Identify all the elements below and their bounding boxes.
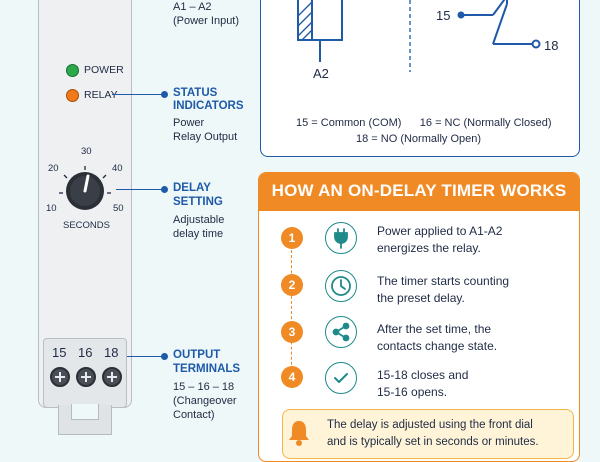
step-2-text: the preset delay. [377,291,465,305]
terminal-16-label: 16 [78,345,93,360]
terminal-18-screw[interactable] [102,367,122,387]
share-icon [325,316,357,348]
status-callout-desc: Power [173,117,205,129]
output-callout-title: TERMINALS [173,363,241,375]
delay-callout-desc: Adjustable [173,214,225,226]
how-it-works-header: HOW AN ON-DELAY TIMER WORKS [259,173,579,211]
delay-callout-line [116,189,164,190]
coil-terminal-a2-label: A2 [313,66,329,81]
status-callout-line [112,94,164,95]
status-callout-title: INDICATORS [173,100,244,112]
bell-icon [289,421,309,446]
output-callout-dot [161,353,168,360]
power-led [66,64,79,77]
step-4-badge: 4 [281,366,303,388]
schematic-panel [260,0,580,157]
delay-dial-knob[interactable] [55,163,115,215]
relay-led-label: RELAY [84,89,118,101]
step-1-text: energizes the relay. [377,241,481,255]
contact-no-label: 18 [544,38,559,53]
delay-callout-dot [161,186,168,193]
step-3-text: After the set time, the [377,322,492,336]
step-4-text: 15-16 opens. [377,385,448,399]
dial-tick-label: 30 [81,146,92,157]
terminal-legend-line2: 18 = NO (Normally Open) [356,133,482,145]
terminal-16-screw[interactable] [76,367,96,387]
dial-tick-label: 10 [46,203,57,214]
status-callout-desc: Relay Output [173,131,238,143]
step-1-text: Power applied to A1-A2 [377,224,503,238]
clock-icon [325,270,357,302]
check-icon [325,362,357,394]
delay-callout-title: DELAY [173,182,211,194]
output-callout-desc: 15 – 16 – 18 [173,381,235,393]
power-led-label: POWER [84,64,124,76]
step-4-text: 15-18 closes and [377,368,469,382]
relay-coil-symbol [297,0,343,62]
dial-unit-label: SECONDS [63,220,110,231]
status-callout-dot [161,91,168,98]
contact-common-label: 15 [436,8,451,23]
note-text: and is typically set in seconds or minut… [327,436,539,448]
terminal-15-label: 15 [52,345,67,360]
terminal-18-label: 18 [104,345,119,360]
dial-tick-label: 50 [113,203,124,214]
delay-callout-desc: delay time [173,228,224,240]
power-input-description: (Power Input) [173,15,240,27]
step-3-badge: 3 [281,321,303,343]
step-2-text: The timer starts counting [377,274,510,288]
changeover-contact-symbol [457,0,541,49]
note-text: The delay is adjusted using the front di… [327,419,533,431]
power-input-terminals-text: A1 – A2 [173,1,212,13]
status-callout-title: STATUS [173,87,218,99]
relay-led [66,89,79,102]
output-callout-title: OUTPUT [173,349,221,361]
terminal-legend-line1: 15 = Common (COM) 16 = NC (Normally Clos… [296,117,552,129]
delay-callout-title: SETTING [173,196,223,208]
dashed-separator [409,0,411,72]
how-it-works-title: HOW AN ON-DELAY TIMER WORKS [271,181,567,200]
output-callout-line [127,356,164,357]
dial-tick-label: 20 [48,163,59,174]
terminal-15-screw[interactable] [50,367,70,387]
dial-tick-label: 40 [112,163,123,174]
step-2-badge: 2 [281,274,303,296]
output-callout-desc: (Changeover [173,395,237,407]
step-3-text: contacts change state. [377,339,498,353]
note-box [282,409,574,459]
step-1-badge: 1 [281,227,303,249]
output-callout-desc: Contact) [173,409,215,421]
din-rail-clip-slot [71,404,99,420]
plug-icon [325,222,357,254]
steps-connector [291,250,292,375]
